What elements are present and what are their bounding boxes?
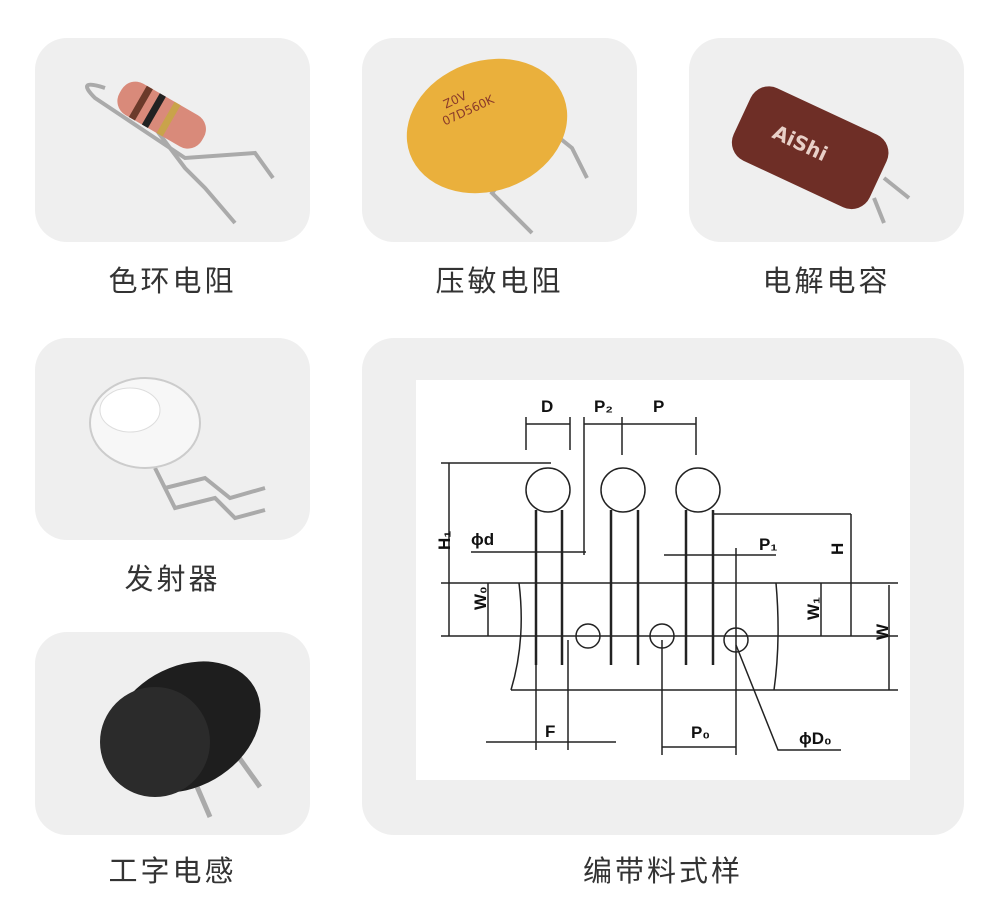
dim-W0: W₀ xyxy=(471,586,490,610)
card-varistor[interactable]: Z0V 07D560K xyxy=(362,38,637,242)
card-drum-inductor[interactable] xyxy=(35,632,310,835)
dim-F: F xyxy=(545,722,555,741)
dim-P0: P₀ xyxy=(691,723,710,742)
label-varistor: 压敏电阻 xyxy=(435,264,564,298)
label-color-ring-resistor: 色环电阻 xyxy=(108,264,237,298)
dim-phiD0: ϕD₀ xyxy=(799,729,832,748)
inductor-image xyxy=(100,661,263,818)
dim-W: W xyxy=(873,623,892,640)
card-color-ring-resistor[interactable] xyxy=(35,38,310,242)
dim-P1: P₁ xyxy=(759,535,777,554)
card-led-emitter[interactable] xyxy=(35,338,310,540)
dim-phid: ϕd xyxy=(471,530,494,549)
tape-spec-diagram: D P₂ P H₁ ϕd P₁ H W₀ W₁ W F P₀ ϕD₀ xyxy=(416,380,910,780)
capacitor-image: AiShi xyxy=(731,86,911,224)
label-electrolytic-capacitor: 电解电容 xyxy=(762,264,891,298)
dim-D: D xyxy=(541,397,553,416)
label-led-emitter: 发射器 xyxy=(124,562,221,596)
varistor-image: Z0V 07D560K xyxy=(406,58,589,235)
dim-H1: H₁ xyxy=(435,531,454,550)
dim-W1: W₁ xyxy=(804,597,823,620)
dim-P: P xyxy=(653,397,664,416)
dim-P2: P₂ xyxy=(594,397,613,416)
label-drum-inductor: 工字电感 xyxy=(108,854,237,888)
card-tape-spec[interactable]: D P₂ P H₁ ϕd P₁ H W₀ W₁ W F P₀ ϕD₀ xyxy=(362,338,964,835)
dim-H: H xyxy=(828,543,847,555)
led-image xyxy=(89,377,266,521)
card-electrolytic-capacitor[interactable]: AiShi xyxy=(689,38,964,242)
resistor-image xyxy=(85,81,275,225)
label-tape-spec: 编带料式样 xyxy=(582,854,743,888)
